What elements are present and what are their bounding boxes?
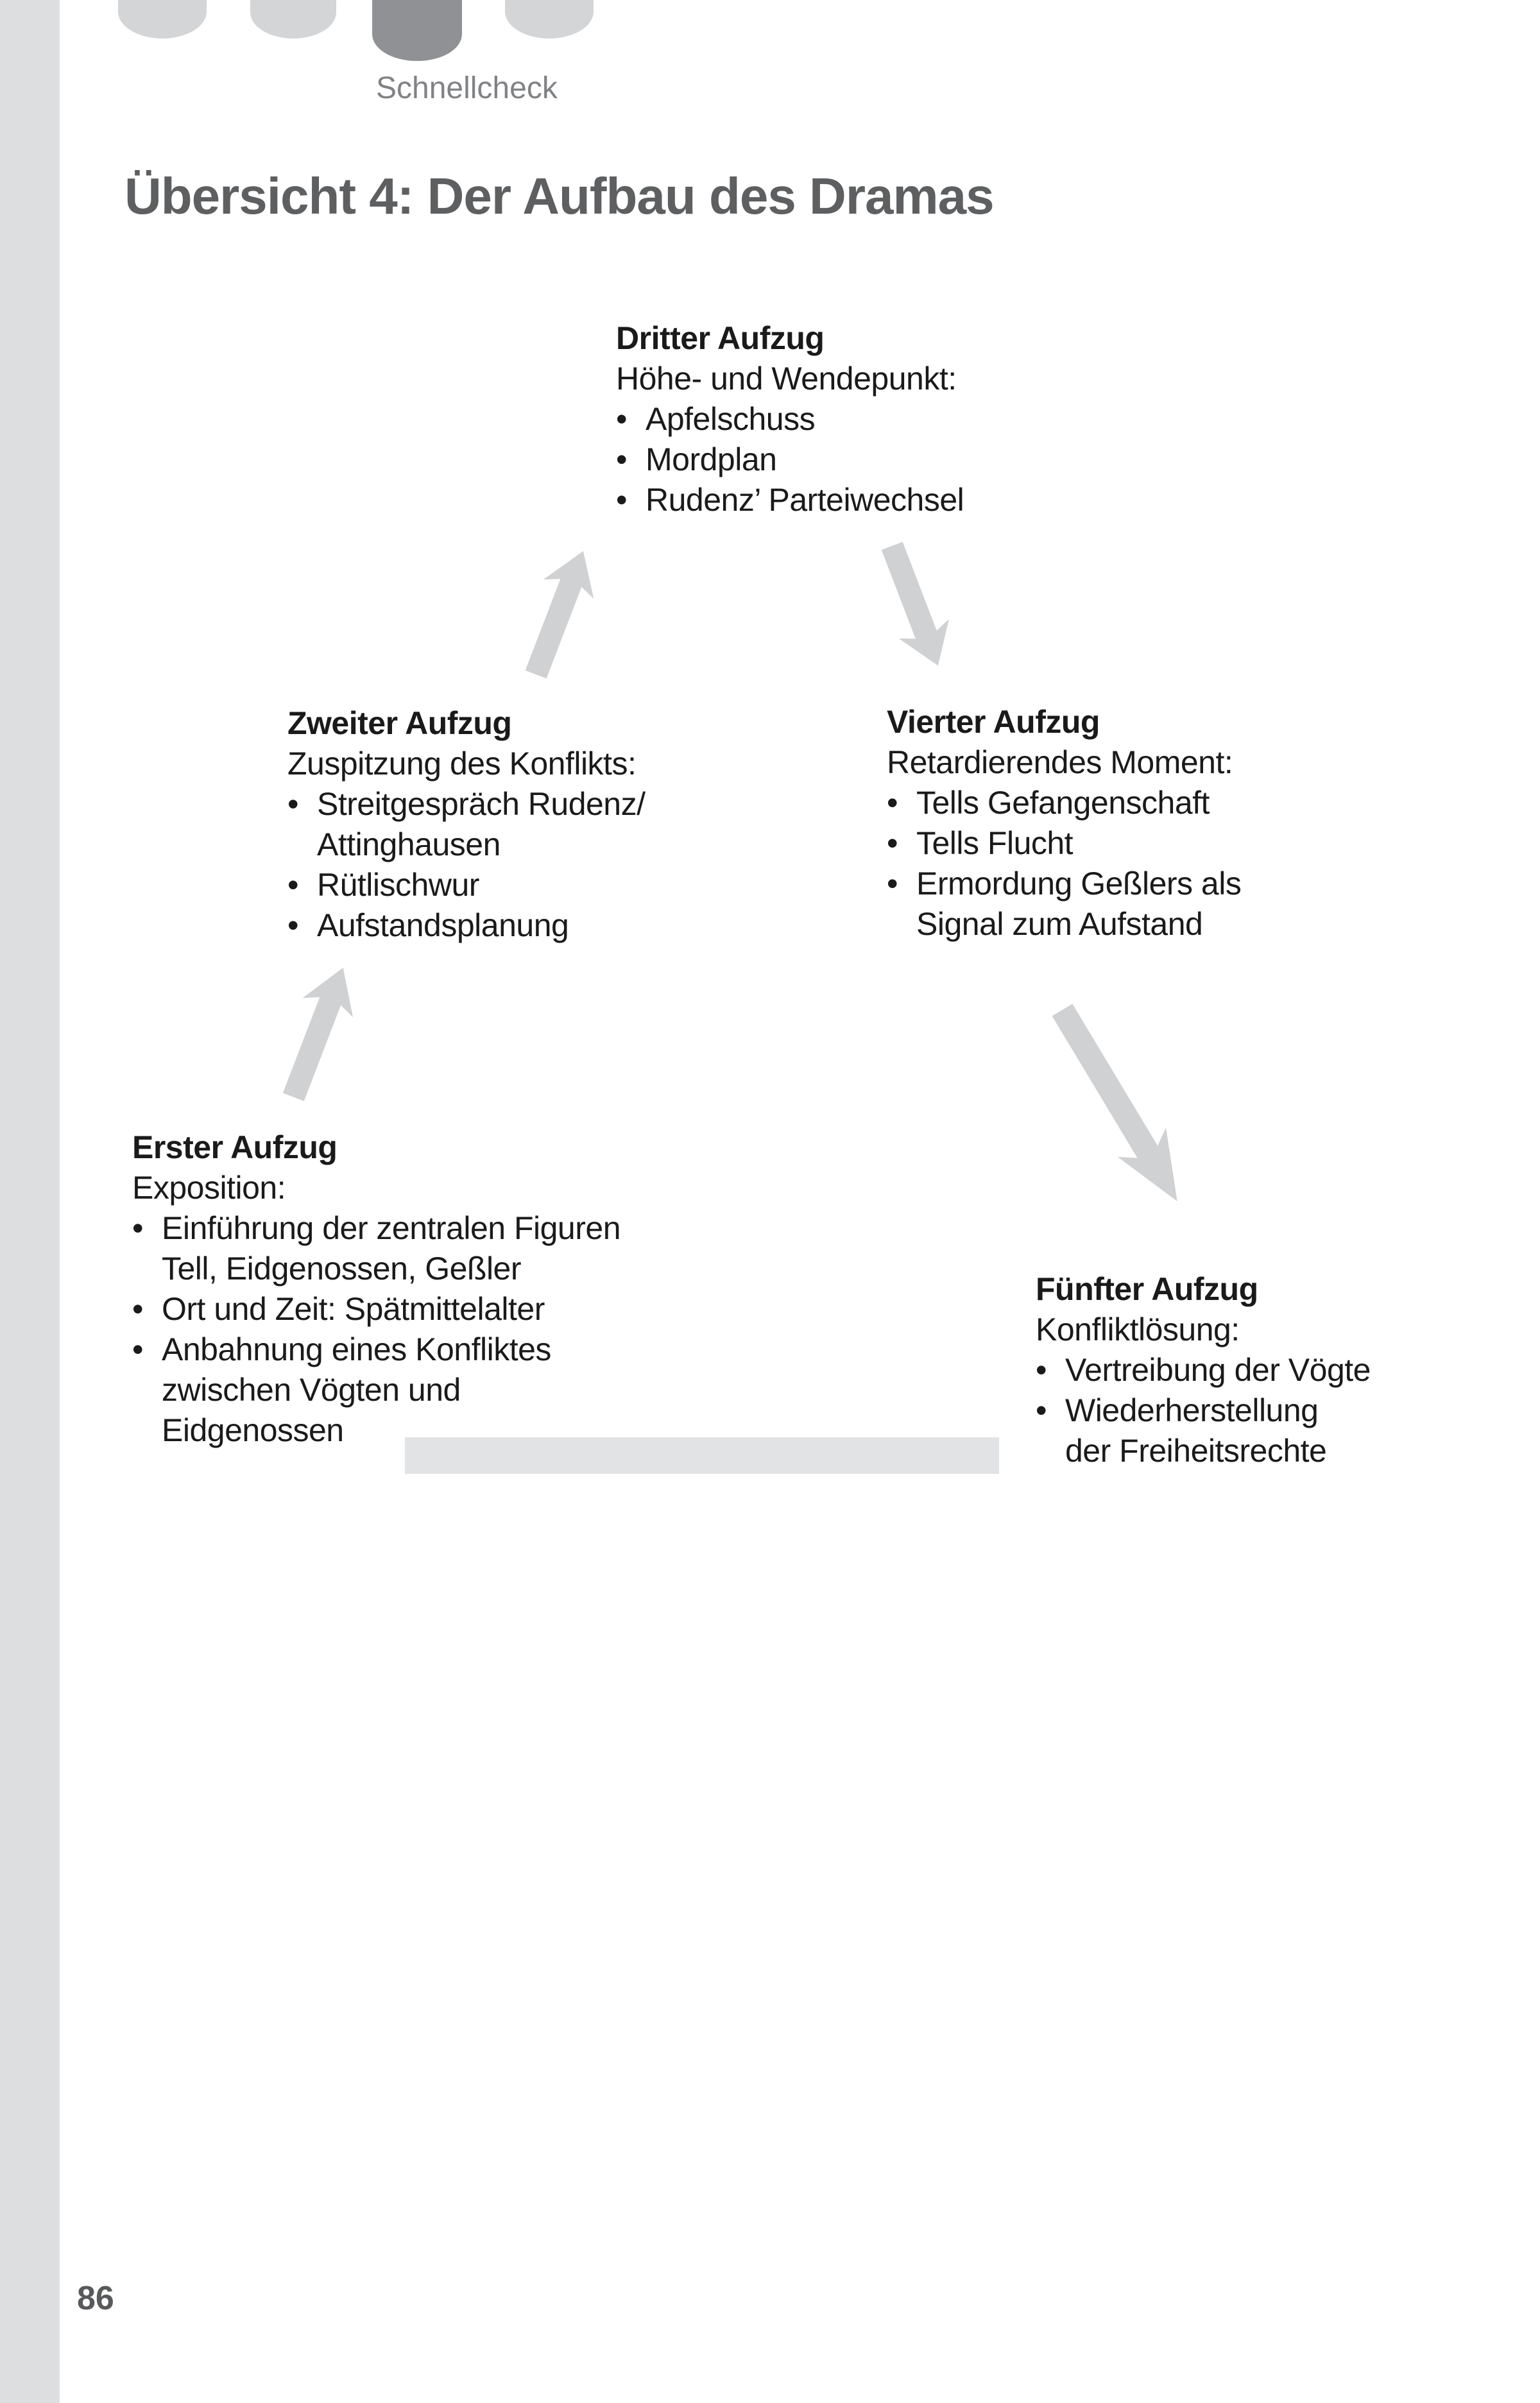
act-bullet-item: • Rütlischwur	[287, 865, 646, 905]
act-bullet-item: • Ermordung Geßlers als	[887, 864, 1242, 904]
tab-dot-icon	[250, 0, 336, 38]
act-bullet-item: • Wiederherstellung	[1036, 1390, 1371, 1431]
act-heading: Zweiter Aufzug	[287, 705, 512, 741]
act-bullet-item: • Vertreibung der Vögte	[1036, 1350, 1371, 1390]
act-bullet-item: • Apfelschuss	[616, 399, 964, 440]
act-bullet-text: Apfelschuss	[646, 401, 816, 437]
bullet-icon: •	[887, 825, 898, 861]
bullet-icon: •	[132, 1210, 144, 1246]
bullet-icon: •	[287, 786, 299, 822]
bullet-icon: •	[1036, 1352, 1047, 1388]
act-bullet-item: • Ort und Zeit: Spätmittelalter	[132, 1289, 620, 1330]
arrow-vierter-fuenfter-icon	[1043, 987, 1197, 1224]
act-heading: Erster Aufzug	[132, 1129, 338, 1165]
tab-dot-icon	[505, 0, 594, 38]
act-heading: Dritter Aufzug	[616, 320, 825, 356]
bullet-icon: •	[287, 907, 299, 943]
act-subtitle: Retardierendes Moment:	[887, 744, 1233, 780]
bullet-icon: •	[1036, 1392, 1047, 1428]
act-heading: Fünfter Aufzug	[1036, 1271, 1258, 1307]
act-block-dritter: Dritter Aufzug Höhe- und Wendepunkt: • Ap…	[616, 318, 964, 520]
act-block-erster: Erster Aufzug Exposition: • Einführung de…	[132, 1127, 621, 1451]
act-bullet-text: Aufstandsplanung	[317, 907, 569, 943]
act-subtitle: Konfliktlösung:	[1036, 1312, 1240, 1347]
act-subtitle: Zuspitzung des Konflikts:	[287, 746, 637, 782]
bullet-icon: •	[887, 866, 898, 902]
page-title: Übersicht 4: Der Aufbau des Dramas	[124, 167, 995, 225]
act-bullet-text: Wiederherstellung	[1065, 1392, 1319, 1428]
act-bullet-item: • Tells Gefangenschaft	[887, 783, 1241, 823]
act-bullet-text: Einführung der zentralen Figuren	[162, 1210, 621, 1246]
act-bullet-text: Tells Flucht	[916, 825, 1074, 861]
highlight-bar	[405, 1437, 999, 1474]
act-subtitle: Höhe- und Wendepunkt:	[616, 361, 957, 397]
act-bullet-text: Vertreibung der Vögte	[1065, 1352, 1371, 1388]
act-bullet-continuation: Eidgenossen	[162, 1412, 344, 1448]
act-bullet-text: Streitgespräch Rudenz/	[317, 786, 646, 822]
act-bullet-item: • Streitgespräch Rudenz/	[287, 784, 646, 825]
act-block-fuenfter: Fünfter Aufzug Konfliktlösung: • Vertreib…	[1036, 1269, 1371, 1471]
act-bullet-continuation: Attinghausen	[317, 826, 501, 862]
section-tab-label: Schnellcheck	[376, 71, 558, 105]
act-block-vierter: Vierter Aufzug Retardierendes Moment: • T…	[887, 702, 1242, 945]
bullet-icon: •	[616, 441, 628, 477]
bullet-icon: •	[132, 1331, 144, 1367]
act-bullet-item: • Mordplan	[616, 440, 964, 480]
act-heading: Vierter Aufzug	[887, 704, 1100, 740]
tab-dot-icon	[118, 0, 207, 38]
act-bullet-item: • Tells Flucht	[887, 823, 1241, 864]
act-bullet-text: Rudenz’ Parteiwechsel	[646, 482, 964, 518]
arrow-dritter-vierter-icon	[861, 539, 969, 672]
bullet-icon: •	[616, 482, 628, 518]
act-bullet-item: • Aufstandsplanung	[287, 905, 646, 946]
bullet-icon: •	[132, 1291, 144, 1327]
arrow-zweiter-dritter-icon	[506, 544, 613, 681]
act-bullet-text: Ermordung Geßlers als	[916, 866, 1242, 902]
act-bullet-text: Anbahnung eines Konfliktes	[162, 1331, 551, 1367]
tab-dot-active-icon	[372, 0, 462, 61]
bullet-icon: •	[287, 867, 299, 903]
act-bullet-text: Mordplan	[646, 441, 777, 477]
act-block-zweiter: Zweiter Aufzug Zuspitzung des Konflikts:…	[287, 703, 646, 946]
act-bullet-text: Tells Gefangenschaft	[916, 785, 1210, 821]
act-bullet-continuation: Tell, Eidgenossen, Geßler	[162, 1251, 522, 1287]
bullet-icon: •	[616, 401, 628, 437]
arrow-erster-zweiter-icon	[264, 961, 372, 1104]
act-bullet-text: Ort und Zeit: Spätmittelalter	[162, 1291, 545, 1327]
act-bullet-continuation: der Freiheitsrechte	[1065, 1433, 1327, 1469]
act-subtitle: Exposition:	[132, 1170, 286, 1206]
bullet-icon: •	[887, 785, 898, 821]
act-bullet-item: • Anbahnung eines Konfliktes	[132, 1330, 620, 1370]
page-number: 86	[77, 2280, 114, 2317]
act-bullet-item: • Einführung der zentralen Figuren	[132, 1208, 621, 1249]
act-bullet-continuation: zwischen Vögten und	[162, 1372, 461, 1408]
act-bullet-text: Rütlischwur	[317, 867, 479, 903]
left-margin-strip	[0, 0, 60, 2403]
act-bullet-continuation: Signal zum Aufstand	[916, 906, 1203, 942]
act-bullet-item: • Rudenz’ Parteiwechsel	[616, 480, 964, 520]
